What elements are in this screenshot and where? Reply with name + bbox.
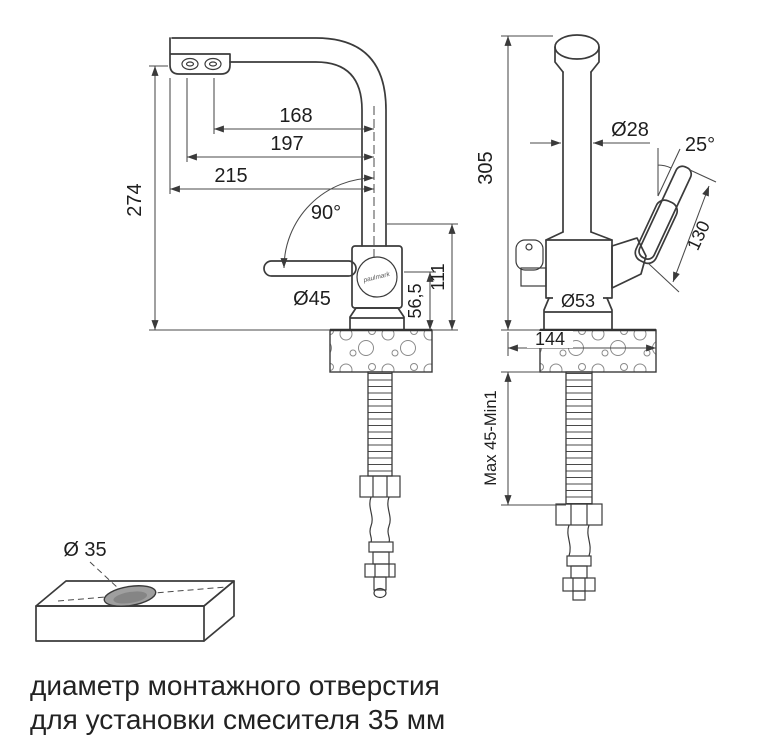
base-flange (349, 307, 405, 331)
dia-53-label: Ø53 (561, 291, 595, 311)
threaded-shank-right (565, 371, 593, 505)
base-flange-front (543, 297, 613, 331)
angle-90-label: 90° (311, 202, 341, 224)
caption-line-1: диаметр монтажного отверстия (30, 670, 440, 701)
countertop-left (329, 329, 433, 373)
spout-end-cap (554, 34, 600, 60)
dia-45-label: Ø45 (293, 288, 331, 310)
hose-connector-nut (364, 563, 396, 578)
brand-label: paulmark (362, 271, 391, 285)
dim-130-label: 130 (683, 218, 714, 254)
body-shoulder (545, 231, 613, 241)
ext-line (689, 169, 717, 183)
handle-mount-cone (611, 237, 647, 289)
mount-range-label: Max 45-Min1 (482, 390, 500, 485)
left-view: paulmark 168 197 215 274 (124, 37, 458, 599)
hole-leader-line (89, 561, 120, 590)
hose-right-edge (587, 524, 591, 557)
spout-neck (554, 46, 600, 73)
dim-168-label: 168 (279, 105, 312, 127)
dim-197-label: 197 (270, 133, 303, 155)
dim-56-5-label: 56,5 (405, 283, 425, 318)
lever-upper (638, 165, 693, 260)
handle-rotation-arc (280, 174, 375, 269)
hose-connector-tip (572, 590, 586, 601)
dim-305-label: 305 (475, 151, 497, 184)
hose-connector-tip (373, 576, 387, 591)
hose-left-edge (369, 496, 373, 543)
spout-outer-edge (171, 37, 387, 247)
dim-144-label: 144 (535, 329, 565, 349)
slab-front-face (35, 605, 205, 642)
brand-logo-circle (356, 256, 398, 298)
angle-25-label: 25° (685, 134, 715, 156)
ext-line (648, 263, 680, 293)
aerator-knob-left (181, 57, 199, 71)
spout-inner-edge (229, 61, 363, 247)
hose-connector-end (373, 587, 387, 599)
filter-valve-stem (520, 267, 547, 287)
hole-shadow (113, 591, 148, 604)
mounting-nut-right (555, 503, 603, 526)
body-front (545, 239, 613, 299)
aerator-knob-right-center (208, 61, 218, 67)
aerator-knob-left-center (185, 61, 195, 67)
handle-lever-front (634, 165, 693, 265)
hose-right-edge (387, 496, 391, 543)
lever-paddle (634, 199, 679, 265)
angle-25-lines (657, 148, 681, 197)
dim-111-label: 111 (428, 263, 448, 290)
dim-130-line (672, 185, 710, 283)
hose-connector (566, 555, 592, 567)
hose-connector-nut (562, 577, 596, 592)
dia-35-label: Ø 35 (63, 539, 106, 561)
riser-tube (562, 71, 592, 233)
slab-side-face (203, 580, 235, 642)
dia-28-label: Ø28 (611, 119, 649, 141)
dim-215-label: 215 (214, 165, 247, 187)
aerator-housing (169, 37, 231, 75)
handle-lever (263, 260, 357, 277)
hose-left-edge (567, 524, 571, 557)
caption: диаметр монтажного отверстия для установ… (30, 670, 445, 735)
label-backing (527, 331, 573, 348)
mounting-nut-left (359, 475, 401, 498)
hose-connector (372, 551, 390, 565)
caption-line-2: для установки смесителя 35 мм (30, 704, 445, 735)
threaded-shank-left (367, 371, 393, 477)
hose-connector (368, 541, 394, 553)
aerator-knob-right (204, 57, 222, 71)
filter-valve-dot (525, 243, 533, 251)
dim-274-label: 274 (124, 183, 146, 216)
right-view: 305 Ø28 25° 130 Ø53 144 Max 45-Min1 (475, 34, 717, 601)
mounting-hole (103, 585, 157, 607)
hose-connector (570, 565, 588, 579)
filter-valve-knob (515, 239, 544, 271)
label-backing (553, 292, 603, 310)
mounting-hole-detail: Ø 35 (35, 539, 235, 642)
